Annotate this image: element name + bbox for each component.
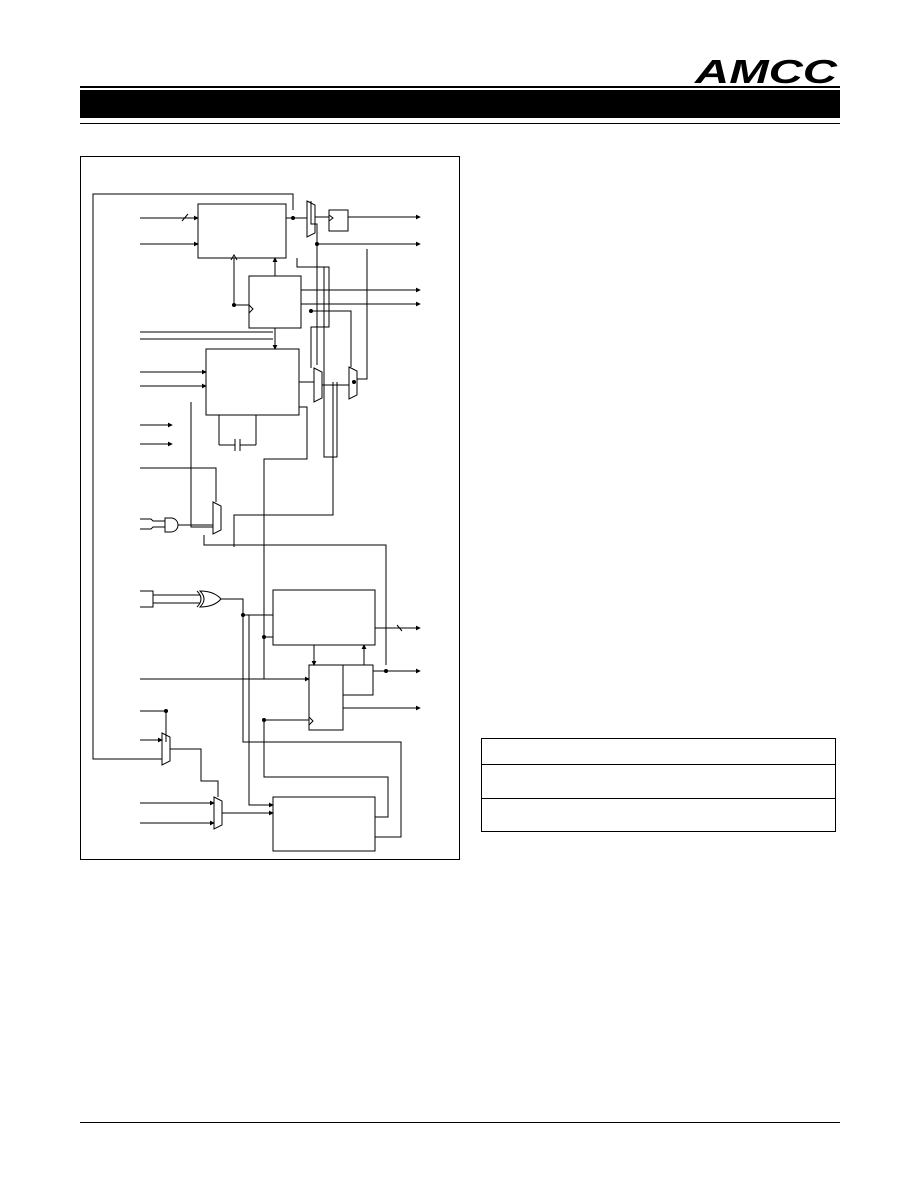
amcc-logo: AMCC (694, 57, 838, 85)
block-diagram (92, 193, 421, 852)
block-4 (272, 589, 376, 646)
mux-6 (213, 796, 223, 830)
title-bar-text (80, 96, 90, 112)
header-top-rule (80, 86, 840, 88)
header-bottom-rule (80, 123, 840, 124)
and-gate (164, 517, 179, 533)
mux-3 (348, 366, 358, 400)
xor-gate (198, 590, 222, 608)
mux-5 (161, 732, 171, 766)
table-row (481, 738, 836, 765)
mux-4 (212, 501, 222, 535)
block-5 (308, 664, 344, 731)
block-3 (205, 348, 300, 416)
logo-text: AMCC (694, 57, 838, 85)
block-6 (342, 664, 374, 696)
mux-2 (313, 367, 323, 403)
block-7 (272, 796, 376, 852)
table-cell (481, 738, 836, 765)
info-table (481, 738, 836, 832)
block-8 (328, 209, 349, 232)
table-cell (481, 798, 836, 832)
block-2 (248, 275, 302, 329)
footer-rule (80, 1122, 840, 1123)
table-row (481, 798, 836, 832)
table-row (481, 764, 836, 799)
table-cell (481, 764, 836, 799)
mux-1 (306, 200, 316, 238)
title-bar (80, 90, 840, 118)
block-1 (197, 203, 287, 259)
block-diagram-frame (80, 156, 460, 860)
